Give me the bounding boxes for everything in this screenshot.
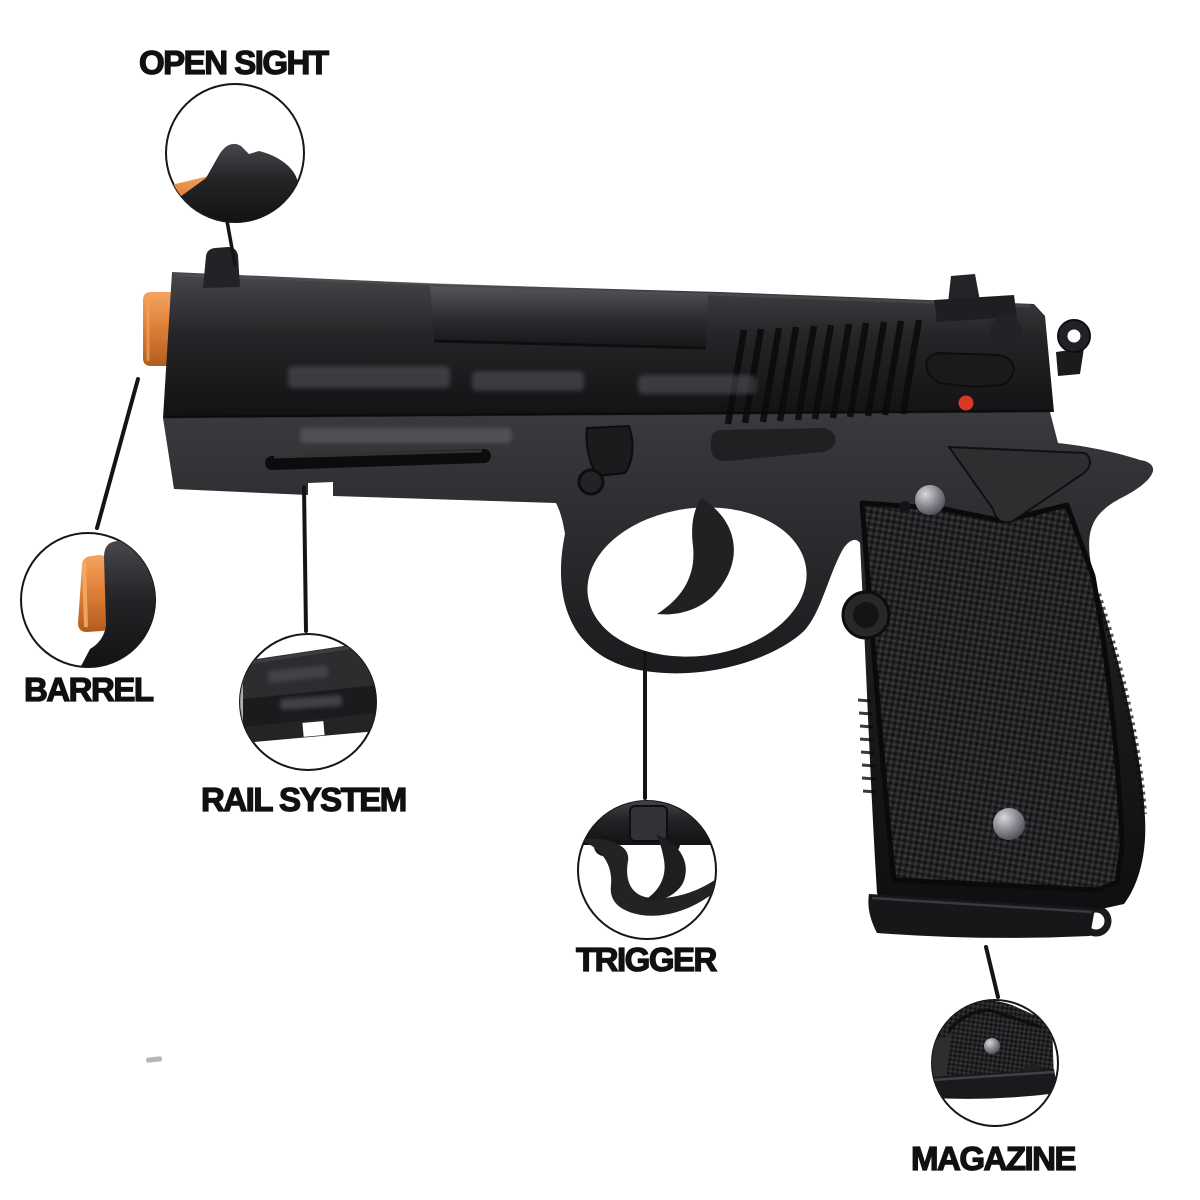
callout-label-trigger: TRIGGER [575,941,718,978]
connector-line-barrel [95,377,140,530]
pistol-illustration [143,247,1154,938]
connector-line-magazine [984,945,1000,999]
grip-screw-bottom [993,808,1025,840]
rail-system-detail [240,641,376,743]
stray-mark [146,1056,163,1063]
rear-sight [934,274,1017,322]
magazine-base [868,894,1095,938]
connector-line-rail-system [302,485,308,633]
callout-circle-open-sight [165,83,305,223]
grip-screw-top [915,485,945,515]
trigger-bar-pin [899,501,911,513]
callout-circle-trigger [577,800,717,940]
callout-label-barrel: BARREL [23,671,154,708]
callout-label-rail-system: RAIL SYSTEM [200,781,408,818]
front-sight [203,247,240,288]
slide-stop-lever [710,428,836,462]
hammer [1056,319,1091,376]
callout-label-magazine: MAGAZINE [910,1140,1077,1177]
connector-line-open-sight [225,219,237,267]
magazine-release-button [841,590,891,640]
callout-label-open-sight: OPEN SIGHT [138,44,329,81]
callout-circle-rail-system [239,633,377,771]
red-indicator-dot [958,395,974,411]
safety-lever [925,315,1022,388]
connector-lines [95,219,1000,999]
magazine-detail [932,1000,1058,1099]
callout-circle-magazine [931,999,1059,1127]
grip-panel [859,445,1125,893]
takedown-lever [577,424,634,496]
barrel-detail [78,541,155,667]
callout-circle-barrel [20,532,156,668]
trigger-blade [657,498,734,615]
pistol-slide [163,272,1054,443]
